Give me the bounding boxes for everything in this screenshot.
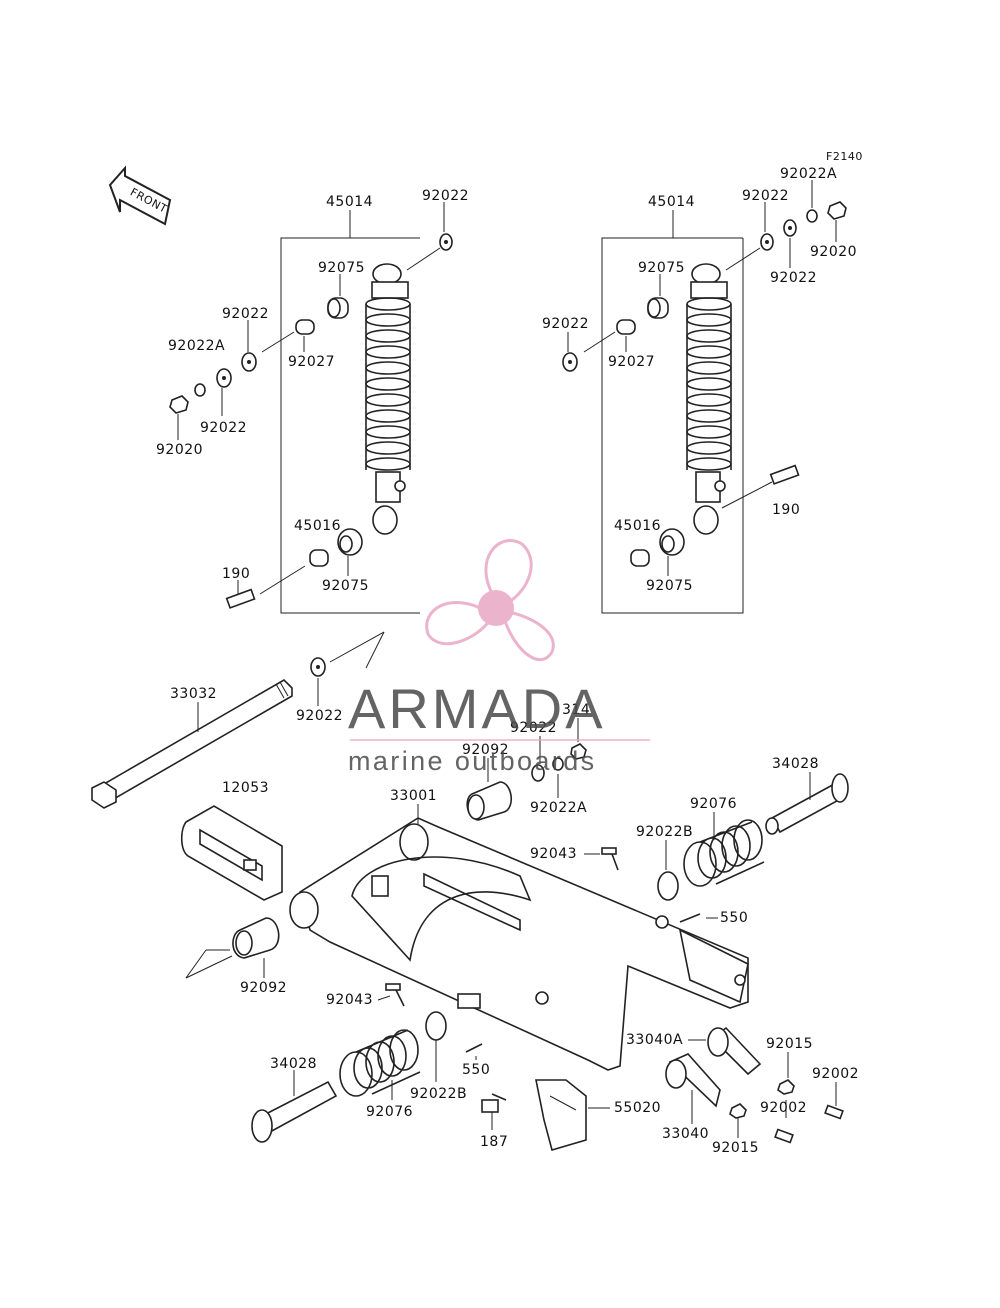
- leader-lines: [177, 180, 837, 1138]
- part-label: 187: [480, 1134, 508, 1150]
- part-labels: 45014 92022 92075 92022 92022A 92027 920…: [156, 166, 859, 1156]
- part-label: 92022B: [410, 1086, 467, 1102]
- part-label: 45014: [326, 194, 373, 210]
- part-label: 92020: [810, 244, 857, 260]
- part-label: 92022: [742, 188, 789, 204]
- part-label: 12053: [222, 780, 269, 796]
- part-label: 45014: [648, 194, 695, 210]
- part-label: 45016: [614, 518, 661, 534]
- bushing-92092-upper: [466, 781, 512, 821]
- part-label: 92002: [760, 1100, 807, 1116]
- bolt-92043-lower: [385, 983, 405, 1007]
- part-label: 92075: [638, 260, 685, 276]
- pin-34028-upper: [765, 773, 849, 835]
- part-label: 92015: [712, 1140, 759, 1156]
- watermark-brand: ARMADA: [348, 677, 606, 740]
- adjuster-33040A: [707, 1026, 762, 1076]
- part-label: 92022: [296, 708, 343, 724]
- watermark: ARMADA marine outboards: [348, 539, 650, 776]
- part-label: 550: [720, 910, 748, 926]
- swing-arm: [289, 817, 749, 1071]
- propeller-logo-icon: [425, 539, 555, 662]
- adjuster-33040: [665, 1053, 721, 1108]
- left-shock-group: [169, 210, 453, 614]
- part-label: 34028: [772, 756, 819, 772]
- bracket-55020: [535, 1079, 587, 1151]
- part-label: 92076: [366, 1104, 413, 1120]
- part-label: 92022A: [168, 338, 225, 354]
- part-label: 92002: [812, 1066, 859, 1082]
- part-label: 92022B: [636, 824, 693, 840]
- boot-92076-upper: [683, 819, 765, 887]
- part-label: 33032: [170, 686, 217, 702]
- part-label: 33040: [662, 1126, 709, 1142]
- part-label: 92022: [542, 316, 589, 332]
- part-label: 92027: [288, 354, 335, 370]
- bolt-92043-upper: [601, 847, 619, 871]
- bolt-92002-right: [824, 1104, 844, 1120]
- pivot-shaft: [91, 679, 293, 809]
- part-label: 92092: [462, 742, 509, 758]
- bushing-92092-lower: [232, 917, 280, 959]
- part-label: 92076: [690, 796, 737, 812]
- part-label: 92022: [222, 306, 269, 322]
- part-label: 190: [222, 566, 250, 582]
- figure-code: F2140: [826, 150, 863, 163]
- part-label: 55020: [614, 1100, 661, 1116]
- part-label: 45016: [294, 518, 341, 534]
- part-label: 92027: [608, 354, 655, 370]
- part-label: 92022A: [780, 166, 837, 182]
- part-label: 92092: [240, 980, 287, 996]
- front-arrow-icon: FRONT: [108, 165, 172, 226]
- part-label: 92075: [318, 260, 365, 276]
- part-label: 92020: [156, 442, 203, 458]
- part-label: 92043: [326, 992, 373, 1008]
- part-label: 92022A: [530, 800, 587, 816]
- part-label: 33040A: [626, 1032, 683, 1048]
- boot-92076-lower: [339, 1029, 421, 1097]
- pin-34028-lower: [251, 1080, 338, 1143]
- part-label: 92022: [200, 420, 247, 436]
- watermark-tagline: marine outboards: [348, 746, 597, 776]
- part-label: 92022: [422, 188, 469, 204]
- chain-case: [180, 805, 283, 901]
- part-label: 92022: [510, 720, 557, 736]
- part-label: 92022: [770, 270, 817, 286]
- part-label: 34028: [270, 1056, 317, 1072]
- part-label: 550: [462, 1062, 490, 1078]
- cotter-pin: [465, 913, 701, 1053]
- part-label: 33001: [390, 788, 437, 804]
- part-label: 92015: [766, 1036, 813, 1052]
- part-label: 92075: [646, 578, 693, 594]
- bolt-92002-left: [774, 1128, 794, 1144]
- part-label: 92043: [530, 846, 577, 862]
- part-label: 190: [772, 502, 800, 518]
- bolt-187: [481, 1093, 507, 1113]
- part-label: 92075: [322, 578, 369, 594]
- right-shock-group: [562, 201, 847, 614]
- part-label: 314: [562, 702, 590, 718]
